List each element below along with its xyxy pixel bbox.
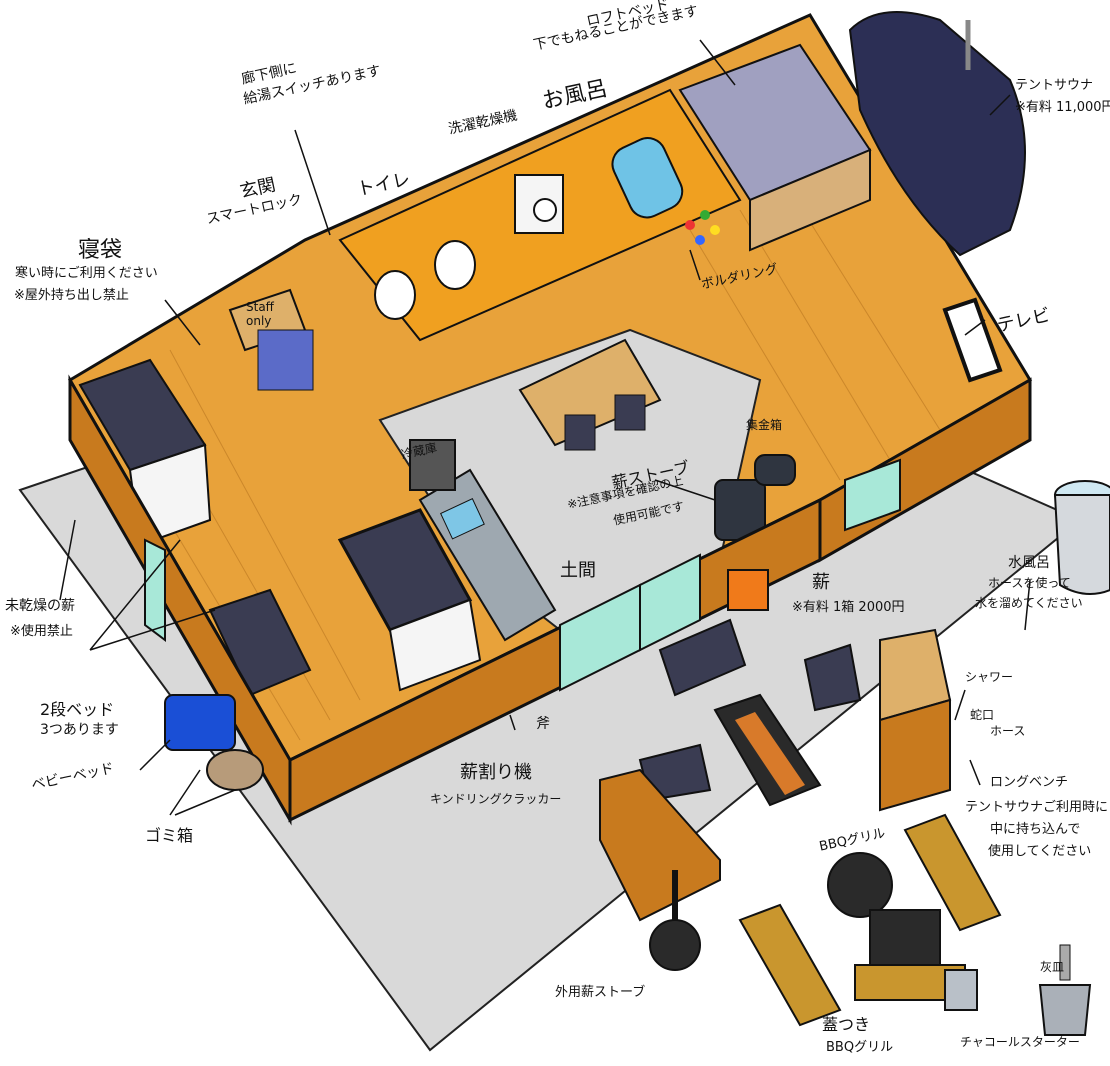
label-sleeping-bag-note2: ※屋外持ち出し禁止 bbox=[14, 288, 129, 303]
label-firewood-fee: ※有料 1箱 2000円 bbox=[792, 600, 905, 615]
label-outdoor-stove: 外用薪ストーブ bbox=[555, 985, 646, 1000]
label-long-bench-note2: 中に持ち込んで bbox=[990, 822, 1081, 837]
bunk-bed bbox=[78, 358, 482, 697]
label-lidded-bbq: 蓋つき bbox=[822, 1015, 871, 1034]
label-hose: ホース bbox=[990, 724, 1026, 738]
label-water-bath: 水風呂 bbox=[1008, 555, 1050, 571]
label-long-bench: ロングベンチ bbox=[990, 775, 1069, 790]
long-bench bbox=[903, 813, 1002, 932]
label-collection-box: 集金箱 bbox=[746, 418, 783, 432]
label-ashtray: 灰皿 bbox=[1040, 960, 1065, 974]
label-long-bench-note3: 使用してください bbox=[988, 844, 1092, 859]
label-bunk-bed-note: 3つあります bbox=[40, 722, 119, 738]
chair bbox=[614, 394, 646, 431]
charcoal-starter bbox=[944, 969, 978, 1011]
label-sleeping-bag: 寝袋 bbox=[78, 238, 123, 263]
window bbox=[144, 538, 166, 642]
bbq-grill-icon bbox=[827, 852, 966, 1001]
label-wood-splitter: 薪割り機 bbox=[460, 762, 532, 783]
bouldering-wall bbox=[685, 210, 720, 245]
leader-lines bbox=[59, 39, 1031, 816]
dining-table bbox=[518, 338, 662, 447]
label-trash: ゴミ箱 bbox=[145, 826, 194, 845]
label-dirt-floor: 土間 bbox=[560, 560, 596, 581]
label-wood-splitter-note: キンドリングクラッカー bbox=[430, 792, 562, 806]
label-long-bench-note1: テントサウナご利用時に bbox=[965, 800, 1109, 815]
outdoor-partition bbox=[599, 768, 721, 922]
label-lidded-bbq2: BBQグリル bbox=[826, 1040, 894, 1055]
label-tent-sauna-fee: ※有料 11,000円 bbox=[1015, 100, 1110, 115]
toilet-2 bbox=[434, 240, 476, 290]
outdoor-chair bbox=[803, 643, 862, 712]
label-shower: シャワー bbox=[965, 670, 1014, 684]
label-tent-sauna: テントサウナ bbox=[1015, 78, 1094, 93]
ashtray-icon bbox=[1038, 944, 1092, 1036]
water-tub-icon bbox=[1053, 480, 1110, 595]
sofa bbox=[658, 618, 747, 697]
window bbox=[844, 458, 901, 532]
bath-tub bbox=[611, 137, 684, 219]
long-bench bbox=[738, 903, 842, 1027]
label-water-bath-note1: ホースを使って bbox=[988, 576, 1071, 590]
outdoor-stove-icon bbox=[649, 870, 701, 971]
window bbox=[639, 553, 701, 652]
label-undried-wood-note: ※使用禁止 bbox=[10, 624, 73, 639]
label-axe: 斧 bbox=[536, 716, 550, 732]
sauna-tent-icon bbox=[848, 11, 1026, 257]
trash-can-icon bbox=[164, 694, 264, 791]
label-undried-wood: 未乾燥の薪 bbox=[5, 598, 75, 614]
tv bbox=[942, 297, 1003, 383]
label-charcoal-starter: チャコールスターター bbox=[960, 1035, 1080, 1049]
toilet-1 bbox=[374, 270, 416, 320]
label-firewood: 薪 bbox=[812, 572, 830, 593]
fridge bbox=[409, 439, 456, 491]
firewood-box bbox=[727, 569, 769, 611]
label-water-bath-note2: 水を溜めてください bbox=[975, 596, 1083, 610]
label-bunk-bed: 2段ベッド bbox=[40, 700, 115, 719]
label-faucet: 蛇口 bbox=[970, 708, 995, 722]
label-sleeping-bag-note1: 寒い時にご利用ください bbox=[15, 266, 158, 281]
label-staff-only: Staff only bbox=[246, 300, 274, 329]
chair bbox=[564, 414, 596, 451]
